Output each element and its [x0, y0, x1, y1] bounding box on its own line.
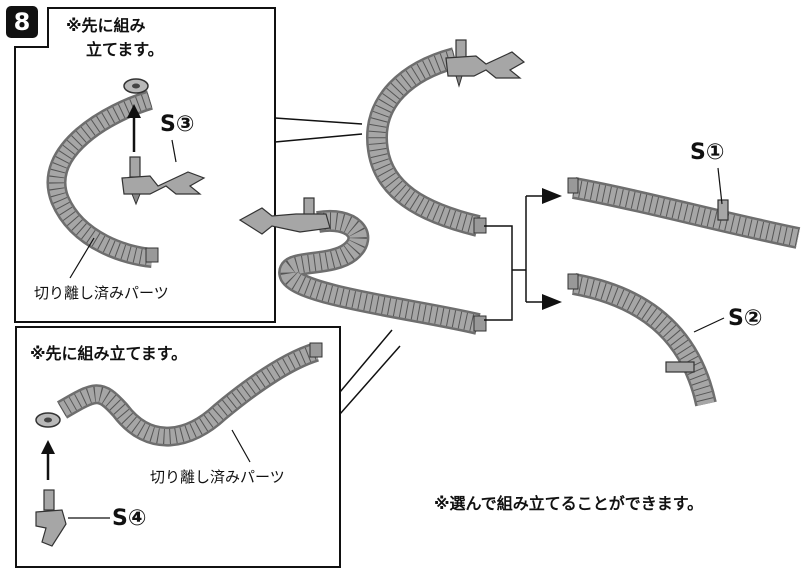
label-cut-part-top: 切り離し済みパーツ [34, 284, 169, 302]
assembly-lower-center [238, 197, 487, 335]
chain-part-top-left [46, 78, 159, 268]
choice-bracket [484, 188, 562, 321]
label-s3: S③ [160, 112, 195, 137]
label-cut-part-bottom: 切り離し済みパーツ [150, 468, 285, 486]
note-top-left-line2: 立てます。 [86, 40, 164, 59]
label-leader-s3-top [171, 139, 177, 163]
peg-part-s3 [121, 156, 206, 206]
assembly-upper-center [366, 39, 526, 237]
note-choose: ※選んで組み立てることができます。 [434, 494, 704, 513]
label-s1: S① [690, 140, 725, 165]
chain-part-bottom-left [35, 342, 323, 447]
label-leader-cut-bottom [231, 429, 251, 463]
arrow-up-top-left [127, 104, 141, 152]
label-leader-s2 [693, 317, 725, 333]
peg-part-s4 [35, 489, 67, 547]
step-number-badge: 8 [6, 6, 38, 38]
label-s2: S② [728, 306, 763, 331]
label-leader-s1 [717, 167, 723, 205]
panel-bottom-left-pointer [339, 329, 401, 415]
note-bottom-left: ※先に組み立てます。 [30, 344, 188, 363]
part-s1 [567, 177, 801, 249]
panel-top-left-pointer [274, 117, 363, 143]
label-s4: S④ [112, 506, 147, 531]
label-leader-cut-top [69, 237, 95, 279]
panel-top-left-frame [14, 7, 276, 323]
part-s2 [567, 273, 717, 407]
note-top-left-line1: ※先に組み [66, 16, 146, 35]
arrow-up-bottom-left [41, 440, 55, 480]
panel-bottom-left-frame [15, 326, 341, 568]
